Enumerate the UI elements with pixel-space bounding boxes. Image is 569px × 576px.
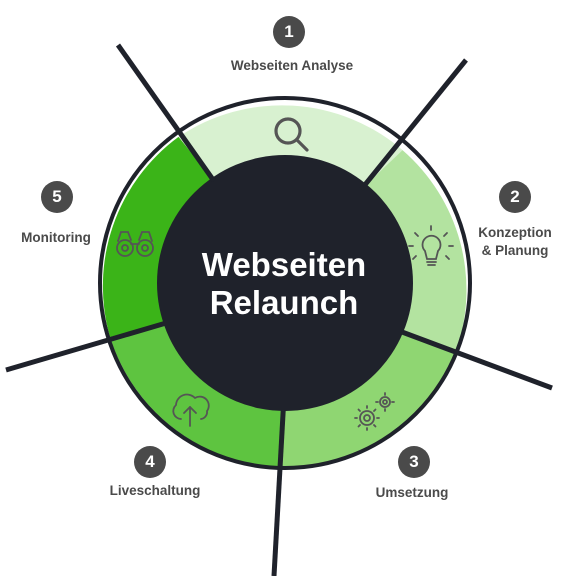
step-2-label: Konzeption & Planung — [478, 225, 552, 258]
divider-line-4-5 — [5, 321, 165, 373]
segment-4-liveschaltung — [110, 323, 284, 467]
divider-line-5-1 — [115, 43, 216, 183]
divider-line-3-4 — [271, 410, 286, 576]
cloud-upload-icon — [172, 393, 210, 427]
binoculars-icon — [116, 231, 154, 257]
step-3-badge: 3 — [398, 446, 430, 478]
step-1-badge: 1 — [273, 16, 305, 48]
ring-border — [98, 96, 472, 470]
center-title-line1: Webseiten — [201, 246, 367, 283]
center-hub — [157, 155, 413, 411]
step-4-label: Liveschaltung — [109, 483, 201, 498]
center-title-line2: Relaunch — [209, 283, 359, 321]
step-5-label: Monitoring — [21, 230, 91, 245]
segment-5-monitoring — [102, 136, 214, 337]
step-1-label: Webseiten Analyse — [230, 58, 354, 73]
segment-2-konzeption — [361, 150, 467, 350]
step-4-badge: 4 — [134, 446, 166, 478]
gears-icon — [354, 392, 395, 431]
divider-line-1-2 — [359, 58, 468, 191]
segment-3-umsetzung — [280, 331, 457, 467]
step-3-label: Umsetzung — [375, 485, 449, 500]
divider-line-2-3 — [400, 329, 553, 391]
lightbulb-icon — [408, 225, 454, 266]
step-2-badge: 2 — [499, 181, 531, 213]
divider-lines — [5, 43, 553, 576]
search-icon — [274, 117, 309, 152]
step-5-badge: 5 — [41, 181, 73, 213]
center-title: Webseiten Relaunch — [160, 246, 408, 322]
